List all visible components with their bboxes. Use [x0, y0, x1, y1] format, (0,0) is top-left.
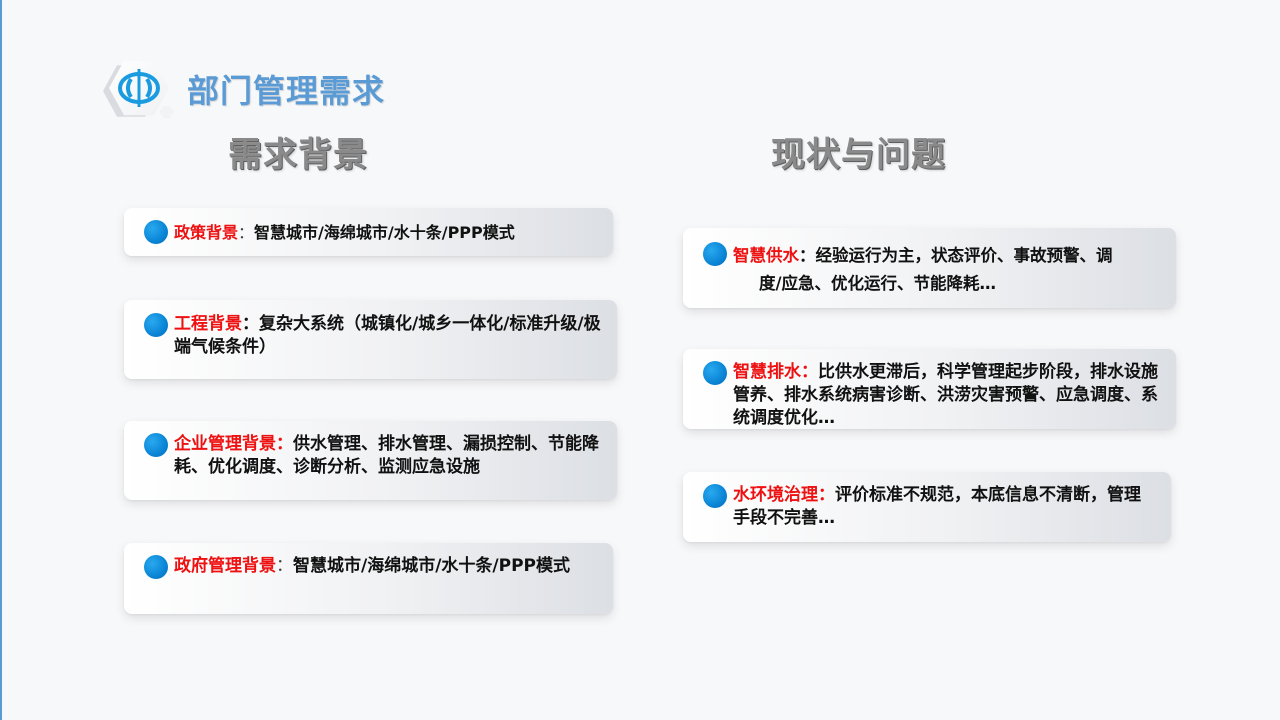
bullet-icon — [144, 433, 168, 457]
card-separator: ： — [799, 246, 816, 265]
card-label: 工程背景 — [174, 314, 242, 334]
card-policy-background: 政策背景：智慧城市/海绵城市/水十条/PPP模式 — [124, 208, 613, 256]
card-separator: ： — [238, 222, 255, 242]
card-text: 评价标准不规范，本底信息不清断，管理手段不完善… — [733, 485, 1141, 528]
card-water-environment-governance: 水环境治理：评价标准不规范，本底信息不清断，管理手段不完善… — [683, 472, 1171, 542]
card-separator: ： — [276, 434, 293, 454]
card-separator: ： — [276, 556, 293, 576]
bullet-icon — [703, 484, 727, 508]
water-logo-icon — [118, 69, 160, 107]
card-text: 经验运行为主，状态评价、事故预警、调 — [815, 246, 1113, 265]
card-separator: ： — [801, 362, 818, 382]
card-smart-drainage: 智慧排水：比供水更滞后，科学管理起步阶段，排水设施管养、排水系统病害诊断、洪涝灾… — [683, 349, 1176, 429]
card-label: 水环境治理 — [733, 485, 818, 505]
card-text: 比供水更滞后，科学管理起步阶段，排水设施管养、排水系统病害诊断、洪涝灾害预警、应… — [733, 362, 1158, 428]
card-label: 企业管理背景 — [174, 434, 276, 454]
card-label: 政策背景 — [174, 222, 239, 242]
bullet-icon — [144, 313, 168, 337]
card-text-continued: 度/应急、优化运行、节能降耗… — [759, 274, 997, 293]
card-text: 供水管理、排水管理、漏损控制、节能降耗、优化调度、诊断分析、监测应急设施 — [174, 434, 599, 477]
card-text: 复杂大系统（城镇化/城乡一体化/标准升级/极端气候条件） — [174, 314, 601, 357]
section-title-status-and-problems: 现状与问题 — [771, 135, 946, 175]
logo-small-hex — [160, 106, 174, 118]
page-title: 部门管理需求 — [187, 72, 386, 110]
card-label: 政府管理背景 — [174, 556, 276, 576]
card-label: 智慧供水 — [733, 246, 799, 265]
card-separator: ： — [242, 314, 259, 334]
bullet-icon — [144, 555, 168, 579]
page-header: 部门管理需求 — [103, 57, 385, 121]
left-edge-accent-bar — [0, 0, 2, 720]
logo — [103, 57, 175, 121]
section-title-requirements-background: 需求背景 — [228, 135, 368, 175]
bullet-icon — [703, 242, 727, 266]
card-label: 智慧排水 — [733, 362, 801, 382]
card-government-management-background: 政府管理背景：智慧城市/海绵城市/水十条/PPP模式 — [124, 543, 613, 614]
card-smart-water-supply: 智慧供水：经验运行为主，状态评价、事故预警、调 度/应急、优化运行、节能降耗… — [683, 228, 1176, 308]
card-engineering-background: 工程背景：复杂大系统（城镇化/城乡一体化/标准升级/极端气候条件） — [124, 300, 617, 379]
bullet-icon — [703, 361, 727, 385]
card-separator: ： — [818, 485, 835, 505]
bullet-icon — [144, 220, 168, 244]
card-enterprise-management-background: 企业管理背景：供水管理、排水管理、漏损控制、节能降耗、优化调度、诊断分析、监测应… — [124, 421, 617, 500]
card-text: 智慧城市/海绵城市/水十条/PPP模式 — [293, 556, 571, 576]
card-text: 智慧城市/海绵城市/水十条/PPP模式 — [254, 222, 515, 242]
